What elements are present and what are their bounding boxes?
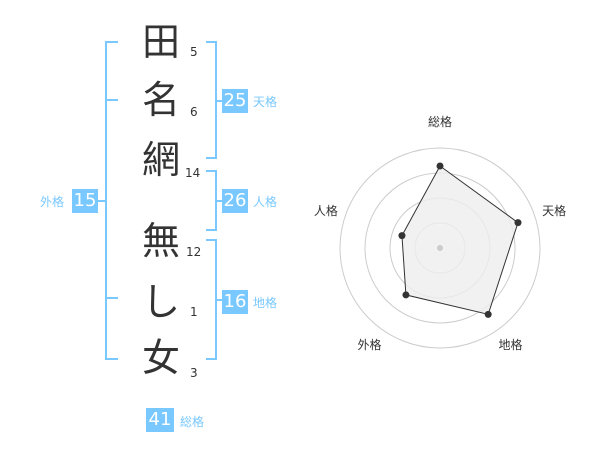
radar-polygon: [401, 165, 519, 315]
radar-axis-label-4: 外格: [357, 337, 381, 352]
stroke-count-1: 5: [190, 45, 198, 59]
radar-axis-label-5: 人格: [314, 203, 338, 218]
chikaku-score-badge: 16: [222, 290, 248, 314]
jinkaku-label: 人格: [253, 195, 278, 209]
radar-grid-ring-4: [339, 147, 541, 349]
radar-axis-label-2: 天格: [542, 203, 566, 218]
radar-axis-label-1: 総格: [428, 114, 452, 129]
chikaku-label: 地格: [253, 296, 278, 310]
stroke-count-4: 12: [186, 245, 202, 259]
radar-point-2: [514, 219, 522, 227]
stroke-count-2: 6: [190, 105, 198, 119]
stroke-count-6: 3: [190, 366, 198, 380]
jinkaku-score-badge: 26: [222, 189, 248, 213]
name-char-3: 網: [141, 138, 180, 182]
radar-center-dot: [437, 245, 443, 251]
name-char-4: 無: [141, 219, 180, 263]
stroke-count-3: 14: [185, 166, 201, 180]
stroke-count-5: 1: [190, 305, 198, 319]
soukaku-score-badge: 41: [146, 408, 174, 432]
soukaku-label: 総格: [180, 415, 205, 429]
radar-point-5: [398, 232, 406, 240]
tenkaku-label: 天格: [253, 95, 278, 109]
radar-axis-label-3: 地格: [499, 337, 523, 352]
name-char-2: 名: [141, 78, 180, 122]
radar-point-3: [484, 310, 492, 318]
radar-point-1: [436, 162, 444, 170]
radar-point-4: [402, 291, 410, 299]
name-char-1: 田: [141, 20, 180, 64]
name-char-5: し: [141, 280, 180, 324]
name-char-6: 女: [141, 336, 180, 380]
tenkaku-score-badge: 25: [222, 89, 248, 113]
gaikaku-label: 外格: [40, 195, 65, 209]
gaikaku-score-badge: 15: [72, 189, 98, 213]
